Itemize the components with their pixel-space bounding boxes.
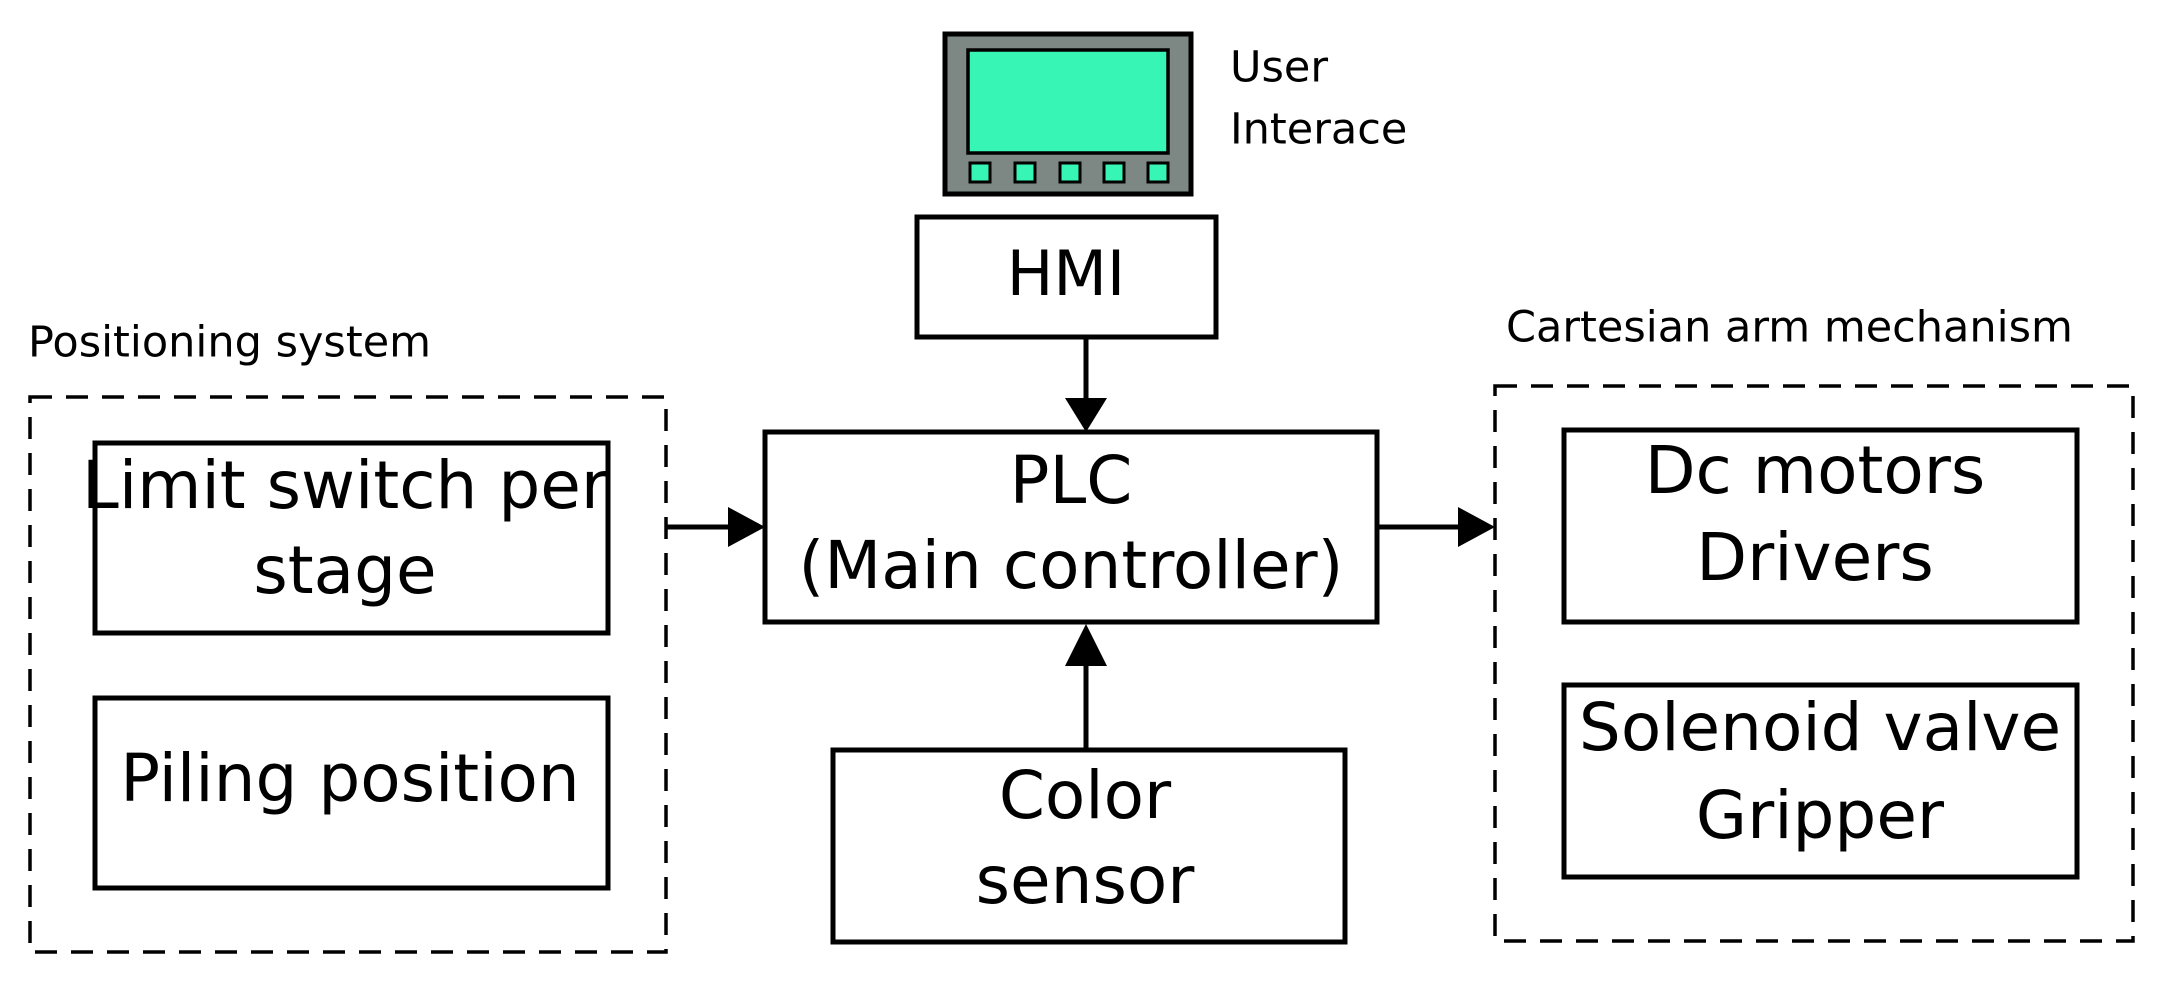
hmi-label: HMI bbox=[1007, 237, 1125, 310]
cartesian-arm-label: Cartesian arm mechanism bbox=[1506, 303, 2073, 353]
color-sensor-box bbox=[830, 747, 1348, 945]
plc-label-line-2: (Main controller) bbox=[799, 527, 1344, 604]
dc-motors-box bbox=[1561, 427, 2080, 625]
piling-position-label: Piling position bbox=[120, 740, 580, 817]
user-interface-line-1: User bbox=[1230, 43, 1328, 93]
hmi-to-plc-arrowhead bbox=[1065, 398, 1107, 432]
positioning-to-plc-arrowhead bbox=[728, 507, 765, 547]
dc-motors-label-line-2: Drivers bbox=[1696, 519, 1933, 596]
piling-position-box bbox=[92, 695, 611, 891]
touch-panel-icon bbox=[942, 31, 1194, 197]
dc-motors-label-line-1: Dc motors bbox=[1645, 432, 1986, 509]
plc-box bbox=[762, 429, 1380, 625]
color-sensor-label-line-2: sensor bbox=[976, 842, 1196, 919]
positioning-system-group bbox=[28, 395, 668, 954]
plc-label-line-1: PLC bbox=[1010, 442, 1133, 519]
user-interface-label: User Interace bbox=[1230, 43, 1407, 155]
sensor-to-plc-arrowhead bbox=[1065, 624, 1107, 666]
color-sensor-label-line-1: Color bbox=[999, 757, 1172, 834]
user-interface-line-2: Interace bbox=[1230, 105, 1407, 155]
limit-switch-label-line-2: stage bbox=[253, 532, 436, 609]
solenoid-valve-label-line-2: Gripper bbox=[1696, 777, 1945, 854]
solenoid-valve-box bbox=[1561, 682, 2080, 880]
cartesian-arm-group bbox=[1493, 384, 2135, 943]
limit-switch-box bbox=[92, 440, 611, 636]
hmi-box bbox=[914, 214, 1219, 340]
solenoid-valve-label-line-1: Solenoid valve bbox=[1579, 689, 2061, 766]
limit-switch-label-line-1: Limit switch per bbox=[82, 447, 609, 524]
plc-to-cartesian-arrowhead bbox=[1458, 507, 1495, 547]
positioning-system-label: Positioning system bbox=[28, 318, 431, 368]
